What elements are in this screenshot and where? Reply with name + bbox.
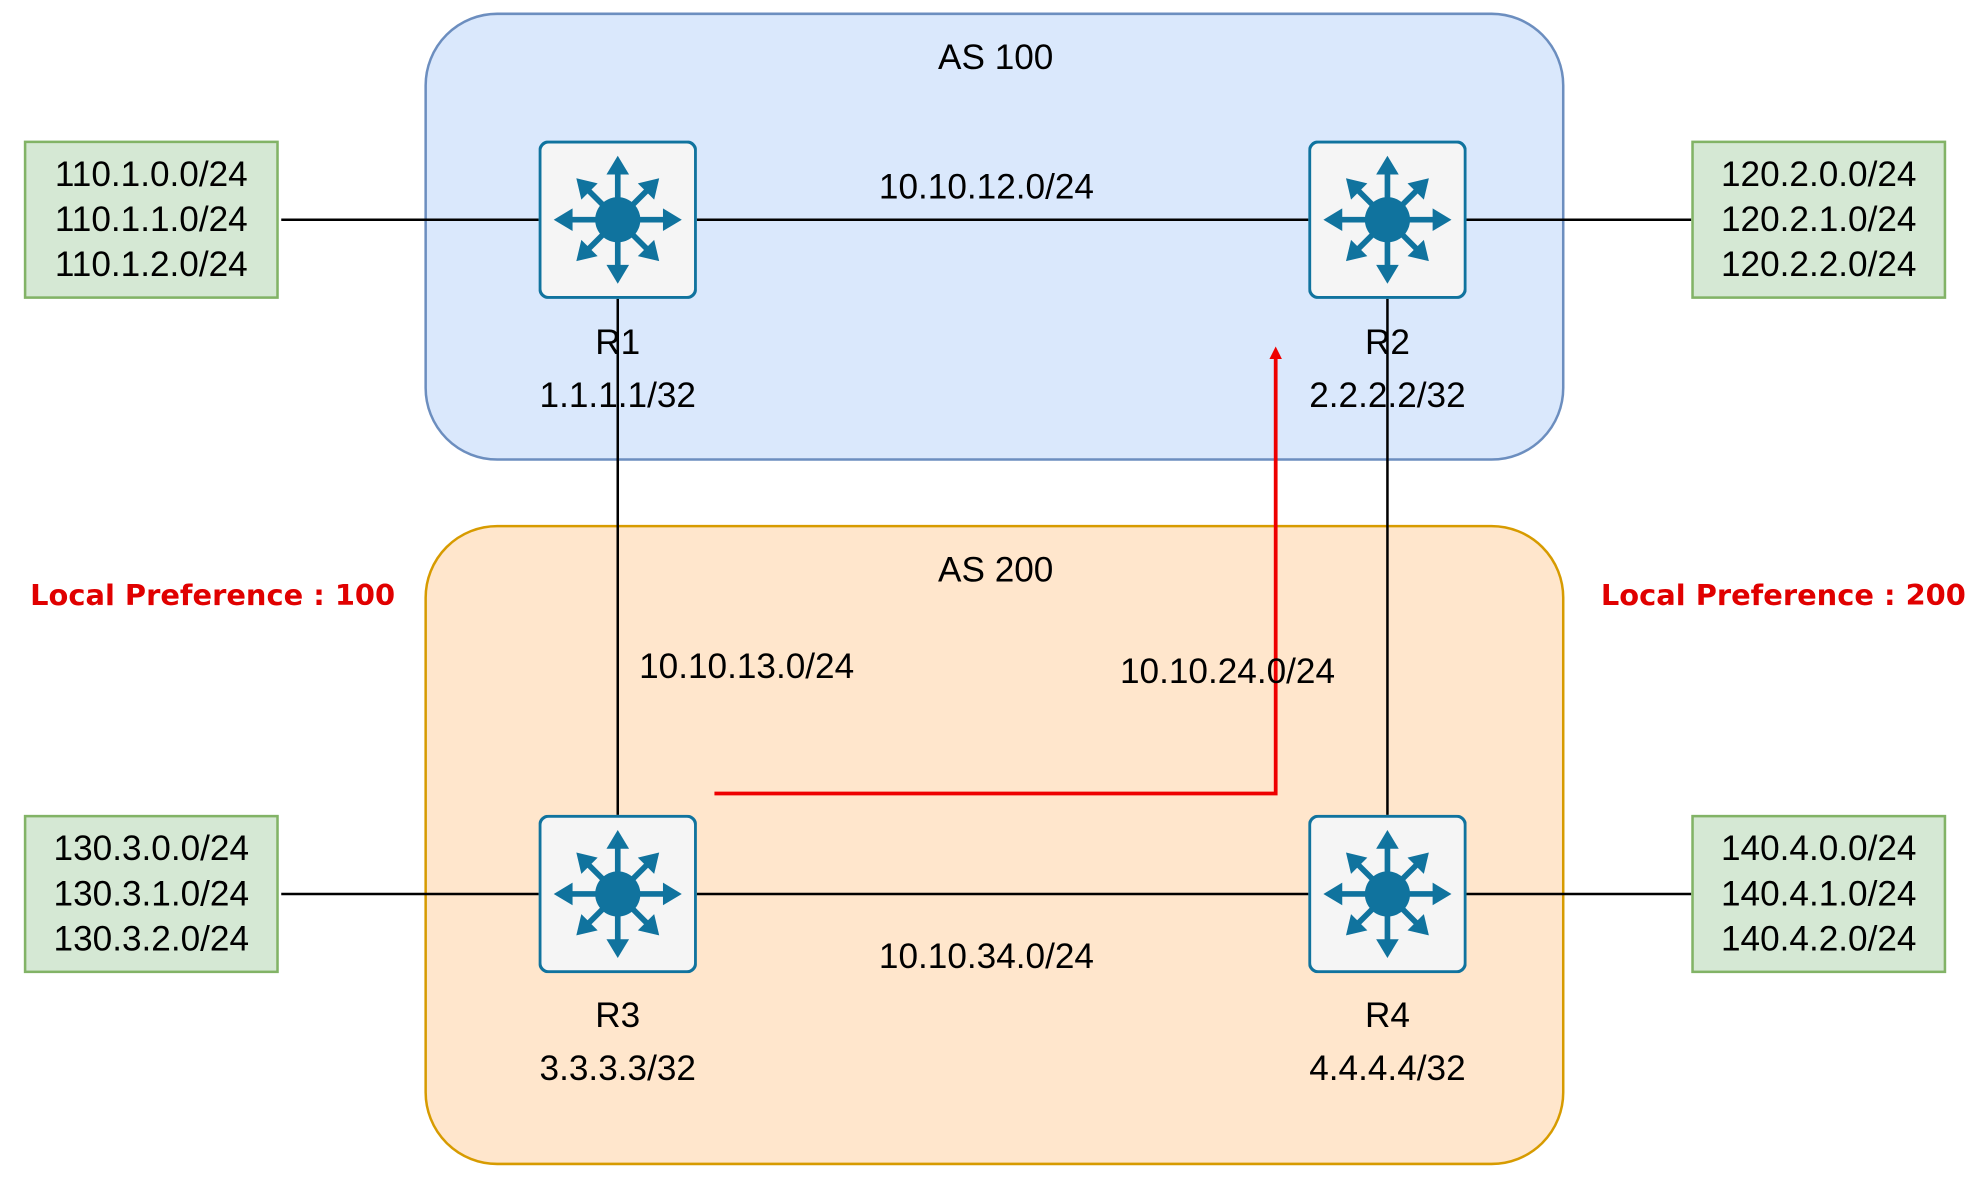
local-preference-right: Local Preference : 200 <box>1600 580 1966 613</box>
router-name: R2 <box>1364 322 1410 362</box>
router-r3[interactable] <box>538 814 697 974</box>
prefix-item: 120.2.2.0/24 <box>1720 244 1917 284</box>
layer3-switch-icon <box>538 140 697 299</box>
router-name: R1 <box>595 322 641 362</box>
prefix-box-r2: 120.2.0.0/24 120.2.1.0/24 120.2.2.0/24 <box>1691 140 1947 299</box>
router-r2-label: R2 2.2.2.2/32 <box>1309 316 1465 421</box>
link-label-r1-r3: 10.10.13.0/24 <box>639 646 855 686</box>
prefix-box-r3: 130.3.0.0/24 130.3.1.0/24 130.3.2.0/24 <box>23 814 279 974</box>
router-r3-label: R3 3.3.3.3/32 <box>540 989 696 1094</box>
router-r4-label: R4 4.4.4.4/32 <box>1309 989 1465 1094</box>
as100-label: AS 100 <box>938 37 1054 77</box>
prefix-item: 140.4.1.0/24 <box>1720 873 1917 913</box>
prefix-item: 130.3.0.0/24 <box>53 828 250 868</box>
layer3-switch-icon <box>1308 140 1467 299</box>
link-label-r3-r4: 10.10.34.0/24 <box>878 936 1094 976</box>
layer3-switch-icon <box>538 814 697 974</box>
as200-label: AS 200 <box>938 549 1054 589</box>
prefix-item: 140.4.0.0/24 <box>1720 828 1917 868</box>
router-r1[interactable] <box>538 140 697 299</box>
prefix-item: 140.4.2.0/24 <box>1720 919 1917 959</box>
prefix-box-r1: 110.1.0.0/24 110.1.1.0/24 110.1.2.0/24 <box>23 140 279 299</box>
traffic-path-arrow <box>714 346 1282 796</box>
router-name: R3 <box>595 995 641 1035</box>
router-loopback: 1.1.1.1/32 <box>539 375 696 415</box>
router-loopback: 3.3.3.3/32 <box>539 1048 696 1088</box>
layer3-switch-icon <box>1308 814 1467 974</box>
local-preference-left: Local Preference : 100 <box>30 580 396 613</box>
prefix-item: 120.2.1.0/24 <box>1720 199 1917 239</box>
prefix-item: 120.2.0.0/24 <box>1720 154 1917 194</box>
prefix-item: 110.1.2.0/24 <box>54 244 248 284</box>
router-loopback: 2.2.2.2/32 <box>1309 375 1466 415</box>
prefix-item: 110.1.0.0/24 <box>54 154 248 194</box>
prefix-item: 110.1.1.0/24 <box>54 199 248 239</box>
prefix-box-r4: 140.4.0.0/24 140.4.1.0/24 140.4.2.0/24 <box>1691 814 1947 974</box>
prefix-item: 130.3.1.0/24 <box>53 873 250 913</box>
router-r2[interactable] <box>1308 140 1467 299</box>
prefix-item: 130.3.2.0/24 <box>53 919 250 959</box>
link-label-r2-r4: 10.10.24.0/24 <box>1119 651 1336 691</box>
router-loopback: 4.4.4.4/32 <box>1309 1048 1466 1088</box>
link-label-r1-r2: 10.10.12.0/24 <box>878 166 1094 206</box>
router-r4[interactable] <box>1308 814 1467 974</box>
router-name: R4 <box>1364 995 1410 1035</box>
router-r1-label: R1 1.1.1.1/32 <box>540 316 696 421</box>
